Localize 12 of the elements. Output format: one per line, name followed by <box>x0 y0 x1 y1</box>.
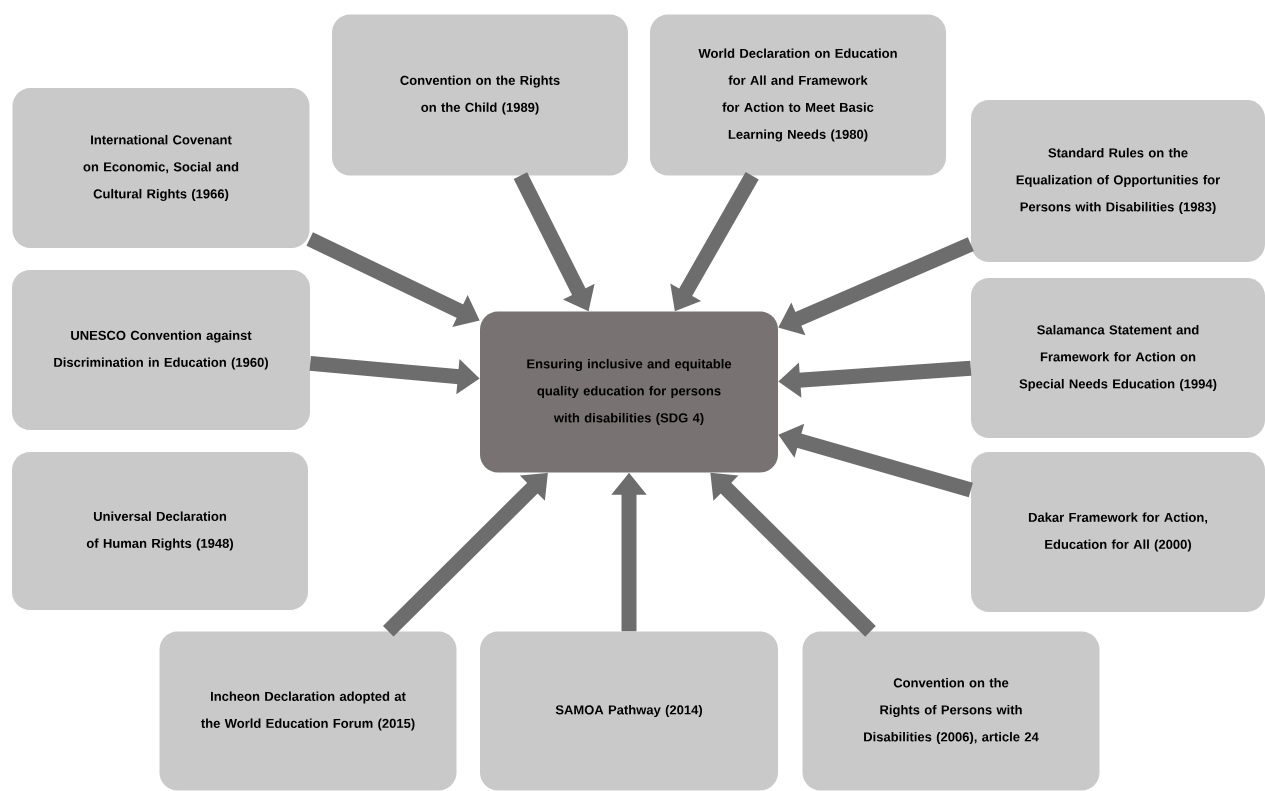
document-box: Salamanca Statement and Framework for Action on Special Needs Education (1994) <box>971 278 1265 438</box>
document-box: Incheon Declaration adopted at the World Education Forum (2015) <box>159 631 457 791</box>
document-box: Convention on the Rights of Persons with Disabilities (2006), article 24 <box>802 631 1100 791</box>
goal-box: Ensuring inclusive and equitable quality education for persons with disabilities (SDG 4) <box>480 311 778 473</box>
document-box: Universal Declaration of Human Rights (1948) <box>12 452 308 610</box>
document-box: UNESCO Convention against Discrimination in Education (1960) <box>12 270 310 430</box>
document-box: Dakar Framework for Action, Education for All (2000) <box>971 452 1265 612</box>
document-box: International Covenant on Economic, Social and Cultural Rights (1966) <box>12 88 310 248</box>
document-box: Convention on the Rights on the Child (1989) <box>332 14 628 176</box>
document-box: Standard Rules on the Equalization of Opportunities for Persons with Disabilities (1983) <box>971 100 1265 262</box>
document-box: World Declaration on Education for All and Framework for Action to Meet Basic Learning Needs (1980) <box>650 14 946 176</box>
document-box: SAMOA Pathway (2014) <box>480 631 778 791</box>
